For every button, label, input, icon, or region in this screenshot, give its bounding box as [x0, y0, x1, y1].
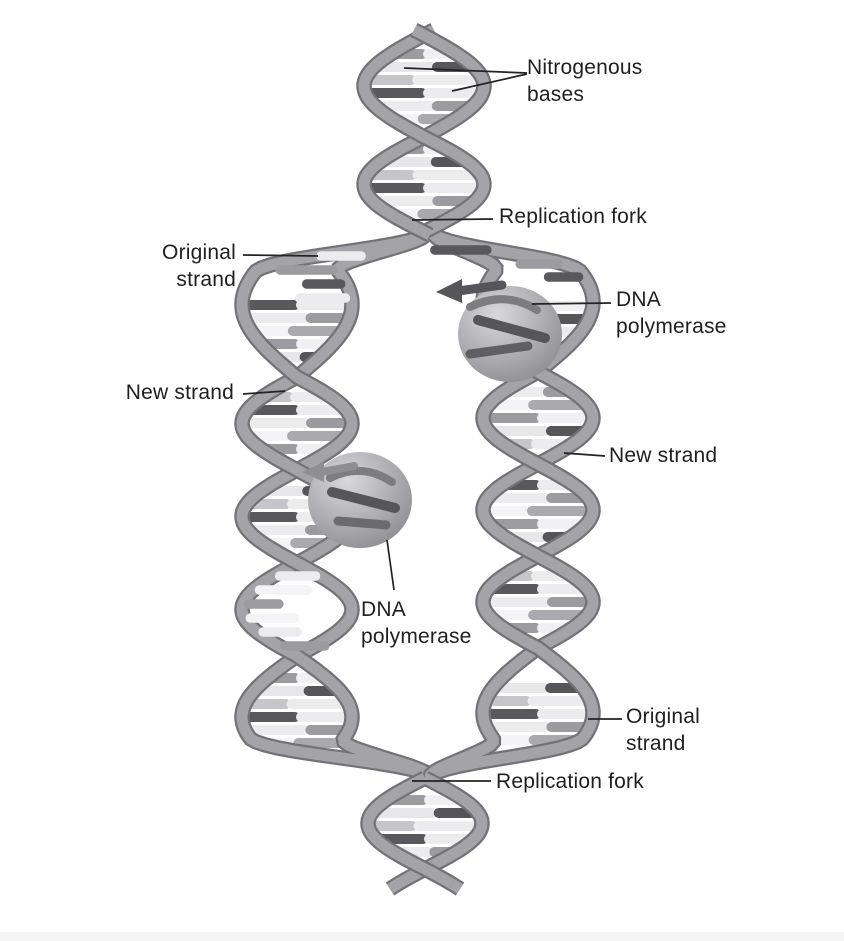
pointer-dna-polymerase-left	[386, 539, 395, 591]
label-dna-polymerase-right: DNA polymerase	[616, 286, 727, 340]
label-line: Nitrogenous	[527, 56, 643, 79]
pointer-lines	[242, 67, 622, 782]
bubble-right-strand-pair	[422, 227, 601, 783]
bottom-parent-helix-strands	[360, 771, 490, 896]
pointer-new-strand-left	[242, 390, 286, 395]
label-replication-fork-bottom: Replication fork	[496, 770, 644, 793]
label-new-strand-right: New strand	[609, 444, 718, 467]
free-nucleotide-bar	[318, 462, 358, 476]
bubble-left-strand-pair-base-pairs	[242, 300, 352, 748]
label-line: DNA	[361, 598, 406, 621]
pointer-dna-polymerase-right	[531, 302, 612, 305]
bubble-right-strand-pair-unpaired-bases	[430, 245, 584, 282]
bottom-edge-band	[0, 932, 844, 941]
label-original-strand-left: Original strand	[46, 239, 236, 293]
bubble-left-strand-pair-unpaired-bases	[244, 251, 366, 651]
top-parent-helix	[356, 23, 492, 242]
top-parent-helix-strands	[356, 23, 492, 242]
label-new-strand-left: New strand	[125, 381, 234, 404]
pointer-nitrogenous-bases-1	[403, 67, 528, 74]
dna-polymerase-right-blob	[458, 286, 562, 382]
dna-polymerase-left-blob	[308, 452, 412, 548]
free-nucleotide-bar	[453, 280, 507, 296]
pointer-nitrogenous-bases-2	[451, 73, 528, 92]
label-line: Original	[626, 705, 700, 728]
label-dna-polymerase-left: DNA polymerase	[361, 596, 472, 650]
bubble-left-strand-pair	[234, 227, 438, 784]
free-nucleotide-arrowhead	[302, 462, 324, 482]
label-line: bases	[527, 83, 585, 106]
label-nitrogenous-bases: Nitrogenous bases	[527, 54, 642, 108]
label-line: strand	[176, 268, 236, 291]
label-line: Original	[162, 241, 236, 264]
free-nucleotides	[302, 279, 507, 482]
label-replication-fork-top: Replication fork	[499, 205, 647, 228]
free-nucleotide-arrowhead	[436, 279, 462, 303]
label-line: polymerase	[361, 625, 472, 648]
pointer-new-strand-right	[563, 452, 606, 457]
pointer-replication-fork-top	[411, 218, 494, 221]
pointer-original-strand-left	[242, 254, 319, 257]
bottom-parent-helix	[360, 771, 490, 896]
label-line: DNA	[616, 288, 661, 311]
label-line: strand	[626, 732, 686, 755]
label-original-strand-right: Original strand	[626, 703, 700, 757]
label-line: polymerase	[616, 315, 727, 338]
